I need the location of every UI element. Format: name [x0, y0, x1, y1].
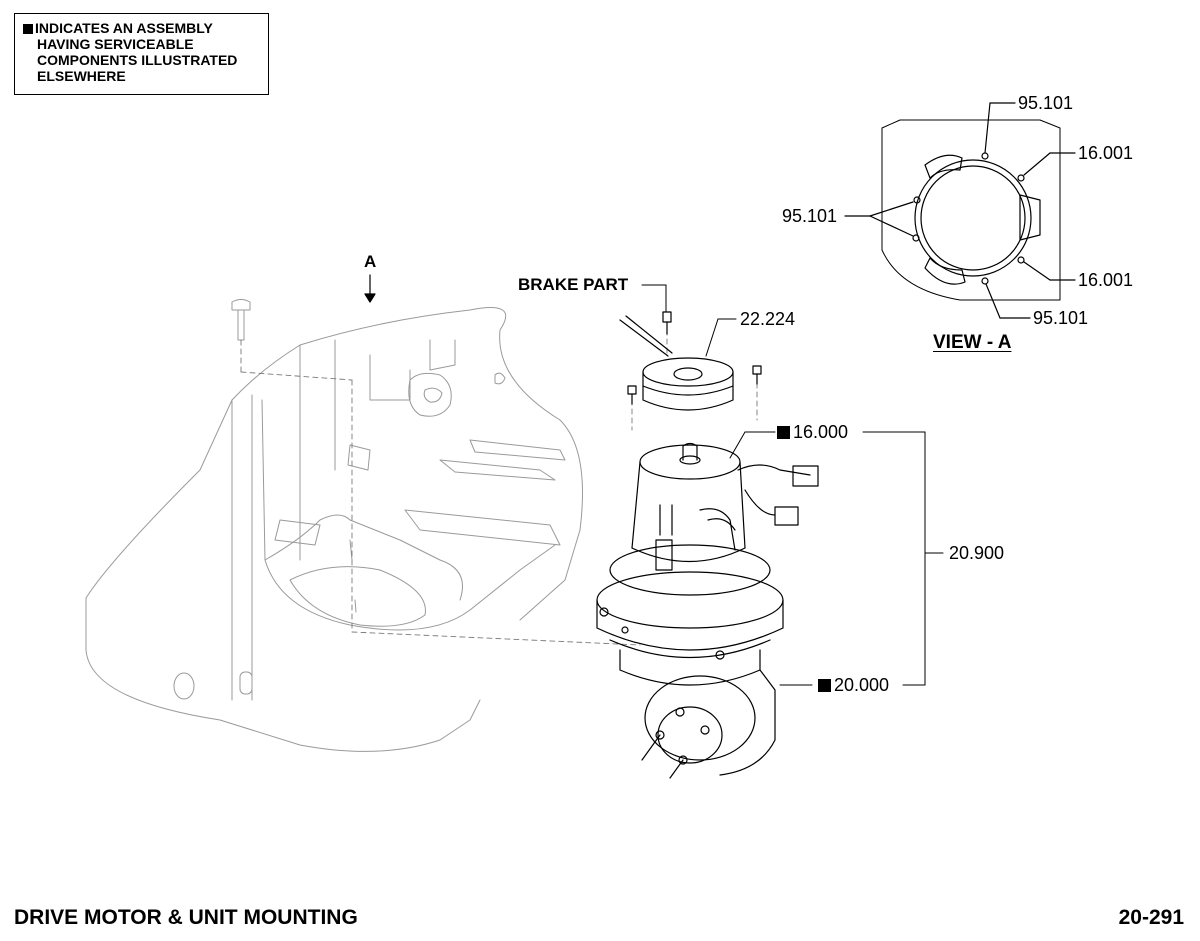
view-a-top-tab-callout: 16.001 [1078, 143, 1134, 163]
black-square-icon [777, 426, 790, 439]
drive-unit-assembly-callout: 20.000 [818, 675, 889, 695]
black-square-icon [818, 679, 831, 692]
view-a-arrowhead [364, 293, 376, 303]
view-a-detail [844, 102, 1076, 319]
legend-line-3: COMPONENTS ILLUSTRATED [37, 52, 238, 68]
page-number: 20-291 [1118, 906, 1184, 929]
guide-lines [240, 329, 758, 646]
drive-motor [631, 442, 819, 571]
view-a-left-screws-callout: 95.101 [782, 206, 838, 226]
view-a-marker-label: A [364, 252, 377, 271]
leader-lines [641, 284, 944, 686]
view-a-title: VIEW - A [933, 332, 1012, 353]
black-square-icon [23, 24, 33, 34]
legend-line-4: ELSEWHERE [37, 68, 126, 84]
brake-assembly [619, 311, 762, 411]
drive-unit-group-callout: 20.900 [949, 543, 1005, 563]
brake-part-label: BRAKE PART [518, 275, 629, 294]
view-a-top-screw-callout: 95.101 [1018, 93, 1074, 113]
legend-box: INDICATES AN ASSEMBLY HAVING SERVICEABLE… [14, 13, 269, 95]
motor-assembly-callout: 16.000 [777, 422, 848, 442]
chassis-frame [85, 299, 583, 752]
page-title: DRIVE MOTOR & UNIT MOUNTING [14, 906, 358, 929]
view-a-bottom-tab-callout: 16.001 [1078, 270, 1134, 290]
view-a-bottom-screw-callout: 95.101 [1033, 308, 1089, 328]
legend-line-2: HAVING SERVICEABLE [37, 36, 194, 52]
brake-callout: 22.224 [740, 309, 796, 329]
drive-unit [596, 544, 784, 779]
legend-line-1: INDICATES AN ASSEMBLY [23, 20, 268, 36]
